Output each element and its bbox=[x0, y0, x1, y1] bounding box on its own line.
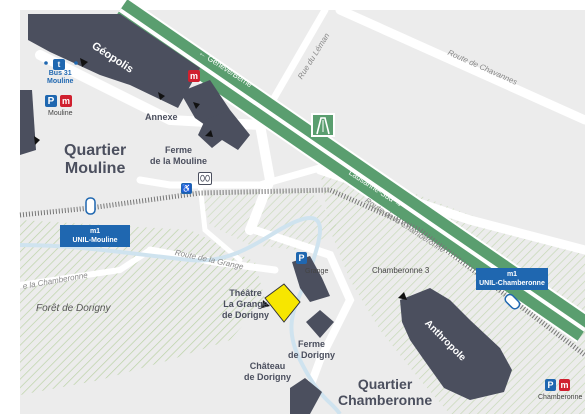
metro-icon[interactable]: m bbox=[559, 379, 570, 391]
river bbox=[19, 216, 342, 414]
label-chamberonne-small: Chamberonne bbox=[538, 394, 583, 401]
forest-area-north bbox=[200, 190, 340, 250]
road-center-link bbox=[197, 182, 243, 263]
building-geopolis bbox=[28, 14, 200, 108]
parking-icon[interactable]: P bbox=[45, 95, 57, 107]
road-grange-loop bbox=[251, 226, 355, 414]
parking-icon[interactable]: P bbox=[545, 379, 556, 391]
road-chamberonne-left bbox=[17, 247, 153, 288]
road-rue-du-leman bbox=[266, 6, 329, 109]
forest-area bbox=[20, 220, 265, 395]
label-annexe[interactable]: Annexe bbox=[145, 112, 178, 122]
label-quartier-mouline: Quartier Mouline bbox=[64, 142, 127, 177]
building-ferme-dorigny bbox=[306, 310, 334, 338]
road-mouline-south bbox=[136, 161, 334, 189]
bus-icon[interactable]: t bbox=[53, 59, 65, 70]
road-route-de-chavannes bbox=[335, 5, 585, 125]
label-grange: Grange bbox=[305, 268, 329, 275]
road-route-de-la-grange bbox=[146, 246, 279, 274]
metro-track bbox=[19, 187, 585, 357]
label-ferme-mouline[interactable]: Ferme de la Mouline bbox=[150, 145, 208, 166]
label-theatre-grange[interactable]: Théâtre La Grange de Dorigny bbox=[222, 288, 270, 320]
metro-stop-unil-mouline[interactable]: m1 UNIL-Mouline bbox=[60, 225, 130, 247]
toilet-icon: ⬯⬯ bbox=[198, 172, 212, 185]
building-chateau bbox=[290, 378, 322, 414]
road-mouline bbox=[35, 50, 276, 235]
building-ferme-mouline bbox=[198, 110, 250, 150]
parking-icon[interactable]: P bbox=[296, 252, 307, 264]
bus-stop-dot bbox=[44, 61, 48, 65]
bus-stop-dot bbox=[74, 61, 78, 65]
metro-icon[interactable]: m bbox=[60, 95, 72, 107]
label-mouline-small: Mouline bbox=[48, 110, 73, 117]
metro-icon[interactable]: m bbox=[188, 70, 200, 82]
accessibility-icon: ♿ bbox=[181, 183, 192, 194]
metro-stop-unil-chamberonne[interactable]: m1 UNIL-Chamberonne bbox=[476, 268, 548, 290]
building-grange bbox=[292, 256, 330, 302]
label-bus-31-mouline[interactable]: Bus 31 Mouline bbox=[47, 70, 74, 85]
metro-stop-chamberonne-marker bbox=[504, 293, 521, 310]
label-foret-de-dorigny: Forêt de Dorigny bbox=[36, 303, 111, 314]
building-theatre-highlight bbox=[264, 283, 301, 323]
building-anthropole bbox=[400, 288, 512, 400]
label-quartier-chamberonne: Quartier Chamberonne bbox=[338, 376, 433, 408]
building-left-edge bbox=[20, 90, 36, 155]
label-chateau-dorigny[interactable]: Château de Dorigny bbox=[244, 361, 292, 382]
metro-stop-mouline-marker bbox=[85, 197, 96, 215]
label-chamberonne-3: Chamberonne 3 bbox=[372, 266, 430, 275]
label-ferme-dorigny[interactable]: Ferme de Dorigny bbox=[288, 339, 336, 360]
